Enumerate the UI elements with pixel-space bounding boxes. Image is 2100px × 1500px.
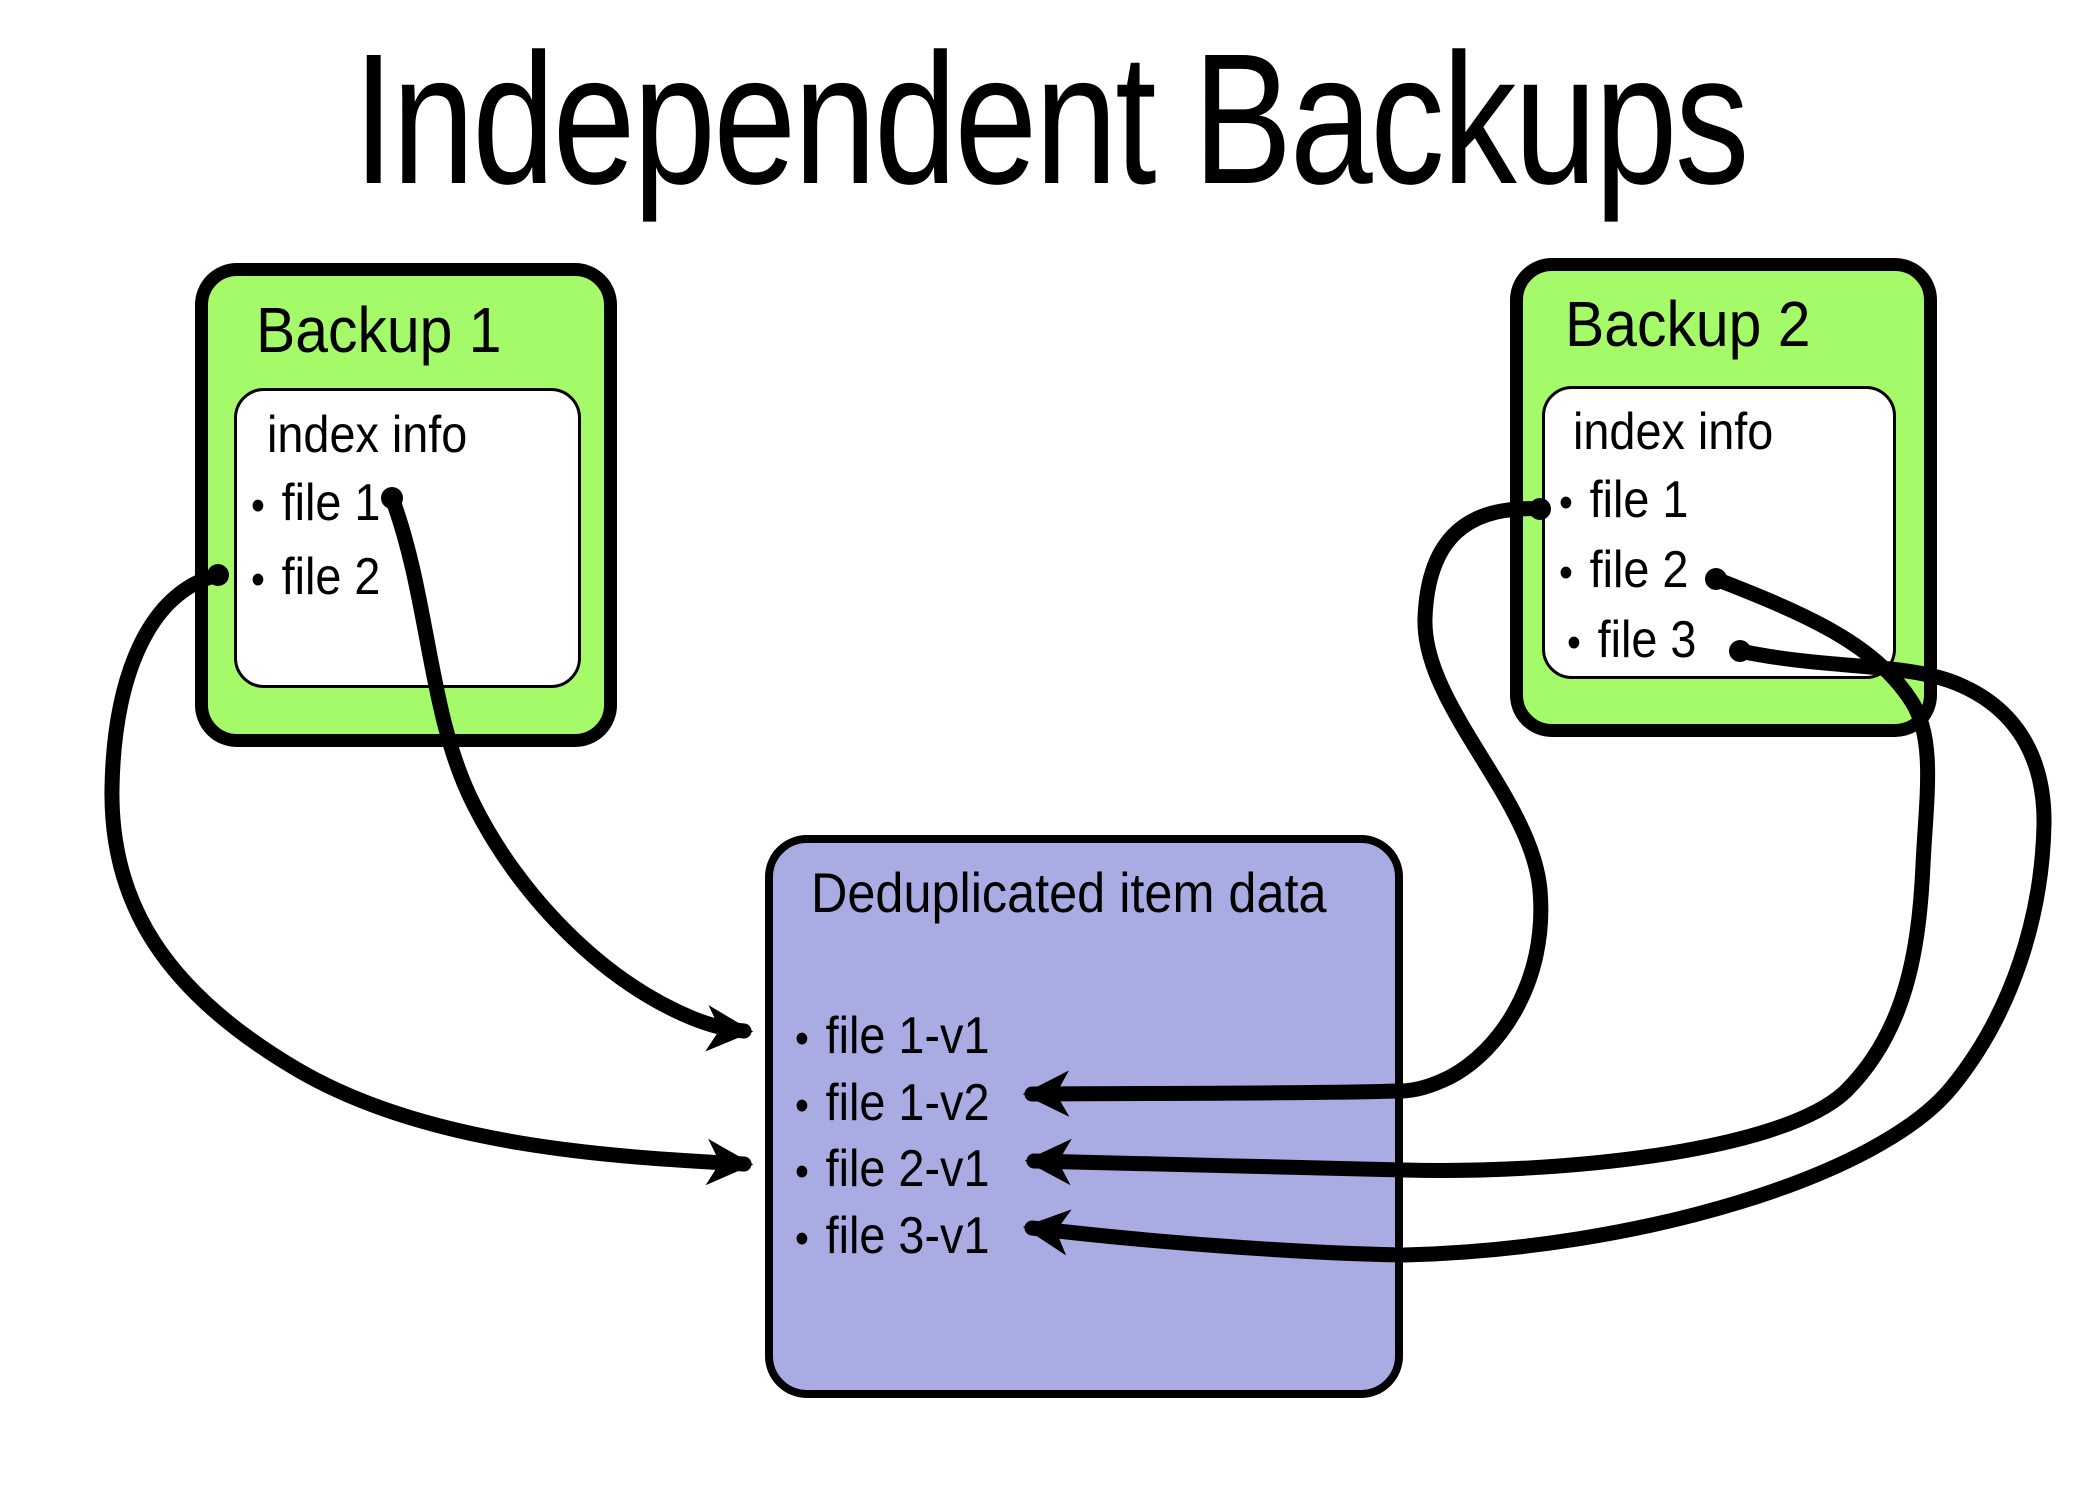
backup1-file-item: file 2 xyxy=(251,547,381,610)
backup2-file-item: file 2 xyxy=(1559,540,1689,603)
page-title: Independent Backups xyxy=(353,16,1749,223)
bullet-icon xyxy=(1567,613,1598,673)
backup1-index-box: index info file 1 file 2 xyxy=(234,388,581,688)
backup2-index-title: index info xyxy=(1573,403,1774,461)
bullet-icon xyxy=(1559,473,1590,533)
backup1-box: Backup 1 index info file 1 file 2 xyxy=(195,263,617,747)
bullet-icon xyxy=(795,1142,826,1202)
backup1-file-item: file 1 xyxy=(251,473,381,536)
dedup-item: file 1-v1 xyxy=(795,1006,990,1069)
backup2-box: Backup 2 index info file 1 file 2 file 3 xyxy=(1510,258,1937,737)
bullet-icon xyxy=(795,1009,826,1069)
bullet-icon xyxy=(251,550,282,610)
backup2-file-item: file 3 xyxy=(1567,610,1697,673)
backup2-index-box: index info file 1 file 2 file 3 xyxy=(1542,386,1896,679)
dedup-item: file 1-v2 xyxy=(795,1073,990,1136)
bullet-icon xyxy=(795,1209,826,1269)
dedup-item: file 3-v1 xyxy=(795,1206,990,1269)
backup1-index-title: index info xyxy=(267,406,468,464)
bullet-icon xyxy=(1559,543,1590,603)
backup2-label: Backup 2 xyxy=(1565,288,1811,360)
bullet-icon xyxy=(795,1076,826,1136)
backup1-label: Backup 1 xyxy=(256,294,502,366)
dedup-item: file 2-v1 xyxy=(795,1139,990,1202)
backup2-file-item: file 1 xyxy=(1559,470,1689,533)
dedup-box: Deduplicated item data file 1-v1 file 1-… xyxy=(765,835,1403,1398)
bullet-icon xyxy=(251,476,282,536)
dedup-label: Deduplicated item data xyxy=(811,861,1327,924)
